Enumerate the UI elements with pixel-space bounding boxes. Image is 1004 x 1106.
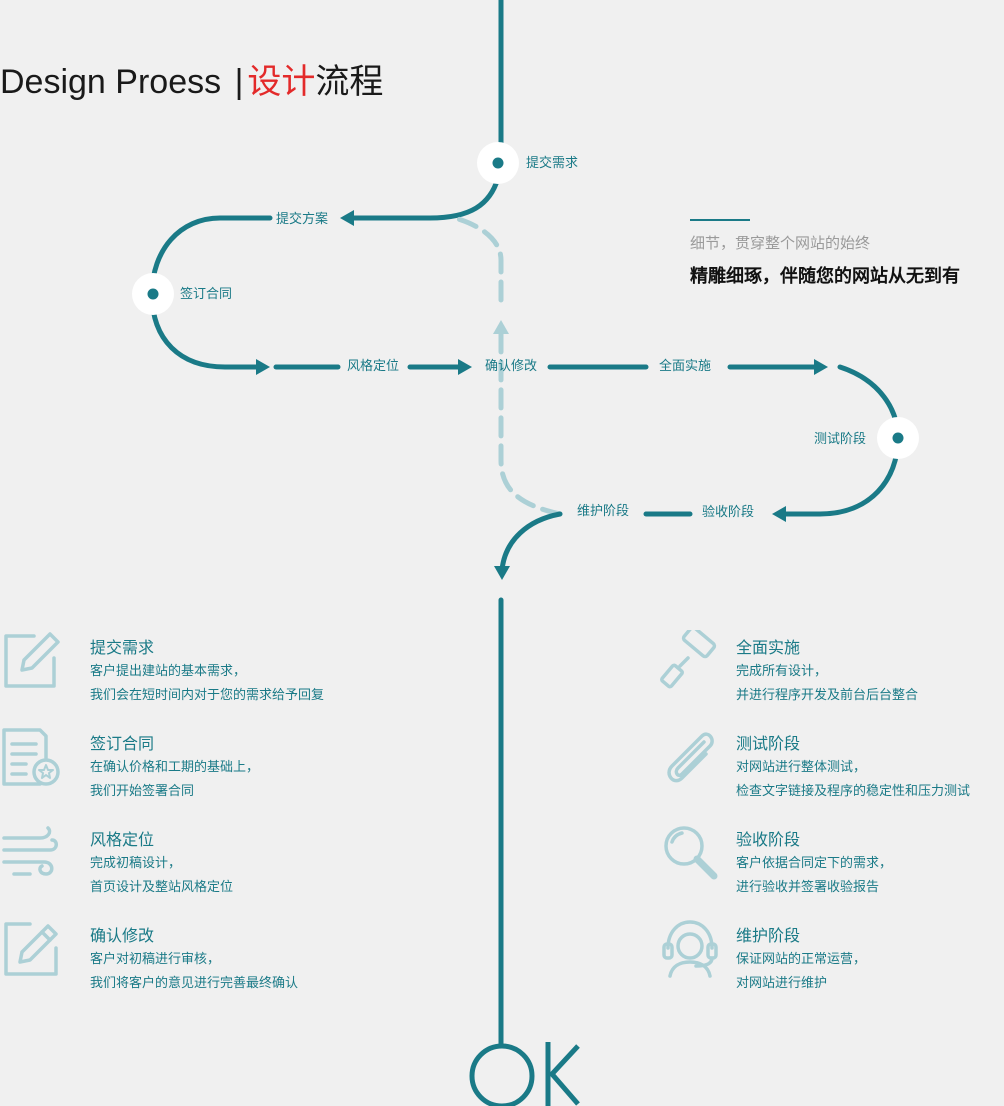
headset-support-icon bbox=[662, 920, 718, 978]
step-desc-line2: 并进行程序开发及前台后台整合 bbox=[736, 688, 919, 703]
step-item: 确认修改 客户对初稿进行审核， 我们将客户的意见进行完善最终确认 bbox=[0, 922, 320, 992]
step-item: 签订合同 在确认价格和工期的基础上， 我们开始签署合同 bbox=[0, 728, 320, 800]
tagline-divider bbox=[690, 219, 750, 221]
step-title: 维护阶段 bbox=[736, 926, 801, 945]
step-desc-line1: 客户依据合同定下的需求， bbox=[736, 856, 893, 871]
step-title: 测试阶段 bbox=[736, 734, 801, 753]
page-title: Design Proess |设计流程 bbox=[0, 54, 383, 103]
paperclip-icon bbox=[667, 732, 714, 783]
flow-label-implement: 全面实施 bbox=[659, 359, 712, 374]
step-title: 验收阶段 bbox=[736, 830, 801, 849]
step-item: 风格定位 完成初稿设计， 首页设计及整站风格定位 bbox=[0, 826, 320, 896]
flow-label-contract: 签订合同 bbox=[180, 287, 233, 302]
title-separator: | bbox=[234, 63, 244, 101]
step-desc-line1: 客户提出建站的基本需求， bbox=[90, 664, 247, 679]
wind-icon bbox=[2, 826, 58, 876]
step-desc-line2: 我们会在短时间内对于您的需求给予回复 bbox=[90, 688, 325, 703]
step-desc-line2: 进行验收并签署收验报告 bbox=[736, 880, 880, 895]
step-desc-line1: 客户对初稿进行审核， bbox=[90, 952, 221, 967]
flow-label-proposal: 提交方案 bbox=[276, 212, 329, 227]
step-item: 测试阶段 对网站进行整体测试， 检查文字链接及程序的稳定性和压力测试 bbox=[646, 730, 1004, 800]
arrow-bottom bbox=[494, 566, 510, 580]
flow-label-submit: 提交需求 bbox=[526, 156, 579, 171]
step-title: 确认修改 bbox=[90, 926, 155, 945]
feedback-dashed-top bbox=[452, 215, 504, 303]
paint-roller-icon bbox=[660, 630, 717, 689]
edit-square-icon bbox=[4, 632, 60, 688]
step-desc-line2: 我们将客户的意见进行完善最终确认 bbox=[90, 976, 299, 991]
arrow-style bbox=[256, 359, 270, 375]
feedback-dashed-line bbox=[498, 327, 563, 517]
contract-document-icon bbox=[2, 728, 60, 786]
step-desc-line2: 首页设计及整站风格定位 bbox=[90, 880, 234, 895]
title-english: Design Proess bbox=[0, 63, 222, 101]
step-item: 验收阶段 客户依据合同定下的需求， 进行验收并签署收验报告 bbox=[646, 826, 1004, 896]
feedback-arrow-up bbox=[493, 320, 509, 334]
flow-to-bottom bbox=[499, 511, 563, 573]
arrow-confirm bbox=[458, 359, 472, 375]
flow-label-maintenance: 维护阶段 bbox=[577, 504, 630, 519]
flow-label-acceptance: 验收阶段 bbox=[702, 505, 755, 520]
title-chinese-dark: 流程 bbox=[315, 63, 384, 101]
step-desc-line1: 完成所有设计， bbox=[736, 664, 828, 679]
tagline-sub: 细节，贯穿整个网站的始终 bbox=[690, 234, 871, 252]
step-desc-line2: 检查文字链接及程序的稳定性和压力测试 bbox=[736, 784, 971, 799]
flow-label-confirm: 确认修改 bbox=[485, 359, 538, 374]
step-desc-line1: 完成初稿设计， bbox=[90, 856, 182, 871]
step-title: 全面实施 bbox=[736, 638, 801, 657]
arrow-acceptance bbox=[772, 506, 786, 522]
step-title: 提交需求 bbox=[90, 638, 155, 657]
arrow-testing bbox=[814, 359, 828, 375]
magnifier-icon bbox=[664, 826, 718, 880]
step-item: 全面实施 完成所有设计， 并进行程序开发及前台后台整合 bbox=[646, 630, 1004, 704]
step-title: 风格定位 bbox=[90, 830, 155, 849]
tagline-main: 精雕细琢，伴随您的网站从无到有 bbox=[690, 266, 960, 287]
step-desc-line1: 在确认价格和工期的基础上， bbox=[90, 760, 260, 775]
flow-label-testing: 测试阶段 bbox=[814, 432, 867, 447]
flow-label-style: 风格定位 bbox=[347, 359, 400, 374]
flow-to-proposal bbox=[347, 175, 501, 221]
title-chinese-red: 设计 bbox=[247, 63, 316, 101]
step-desc-line1: 对网站进行整体测试， bbox=[736, 760, 867, 775]
step-desc-line2: 我们开始签署合同 bbox=[90, 784, 195, 799]
step-desc-line1: 保证网站的正常运营， bbox=[736, 952, 867, 967]
step-item: 提交需求 客户提出建站的基本需求， 我们会在短时间内对于您的需求给予回复 bbox=[0, 632, 324, 704]
step-item: 维护阶段 保证网站的正常运营， 对网站进行维护 bbox=[646, 920, 1004, 992]
arrow-proposal bbox=[340, 210, 354, 226]
step-desc-line2: 对网站进行维护 bbox=[736, 976, 828, 991]
ok-logo: OK bbox=[469, 1042, 580, 1106]
step-title: 签订合同 bbox=[90, 734, 155, 753]
edit-pencil-icon bbox=[4, 922, 58, 976]
